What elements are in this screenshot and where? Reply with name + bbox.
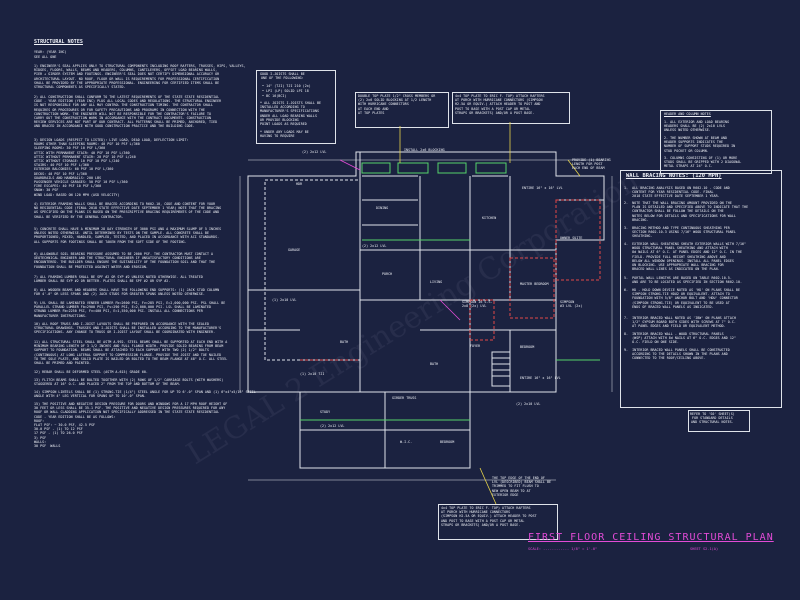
drawing-scale: SCALE: ------------ 1/8" = 1'-0": [528, 547, 598, 551]
structural-notes-date: SEE ALL ONE: [34, 55, 57, 59]
top-callout-text: DOUBLE TOP PLATE 1/2" CROSS MEMBERS OR (…: [358, 94, 436, 115]
building-outline: [247, 151, 605, 469]
wall-bracing-note-9: 9. INTERIOR BRACED WALL PANELS SHALL BE …: [624, 348, 730, 361]
plan-label-bath: BATH: [430, 362, 439, 366]
header-notes-box: [660, 110, 772, 174]
magenta-leader-2: [439, 299, 461, 321]
plan-label-living: LIVING: [430, 280, 443, 284]
note-7: 7) ALL FRAMING LUMBER SHALL BE SPF #2 OR…: [34, 275, 203, 284]
green-beam-3: [437, 162, 467, 174]
magenta-leader-1: [339, 159, 361, 171]
plan-label-garage: GARAGE: [288, 248, 301, 252]
bottom-callout-text: 4x4 TOP PLATE TO ERIC F. TOP) ATTACH RAF…: [441, 506, 537, 527]
note-15: 15) THE POSITIVE AND NEGATIVE DESIGN PRE…: [34, 402, 228, 449]
plan-label-28: PROVIDE (1) BEARING LENGTH FOR POST EACH…: [572, 158, 611, 171]
red-region-2: [555, 199, 601, 281]
plan-label-18: (1) 2x10 TJI: [300, 372, 325, 376]
plan-label-25: BEDROOM: [440, 440, 455, 444]
note-9: 9) LVL SHALL BE LAMINATED VENEER LUMBER …: [34, 301, 226, 318]
note-8: 8) ALL WOODEN BEAMS AND HEADERS SHALL HA…: [34, 288, 220, 297]
plan-label-13: (1) 2x10 LVL: [272, 298, 297, 302]
header-note-1: 1. ALL EXTERIOR AND LOAD BEARING HEADERS…: [664, 120, 730, 133]
plan-label-27: (2) 2x10 LVL: [516, 402, 541, 406]
wall-bracing-note-6: 6. HD - HOLD DOWN DEVICE NOTED AS 'HD' O…: [624, 288, 740, 309]
wall-bracing-note-4: 4. EXTERIOR WALL SHEATHING SHEATH EXTERI…: [624, 242, 747, 272]
top-callout-2-text: 4x4 TOP PLATE TO ERIC F. TOP) ATTACH RAF…: [455, 94, 545, 115]
i-joist-line-3: • BC 16(BCI): [262, 94, 287, 98]
top-callout-box: [355, 92, 449, 128]
plan-label-22: ENTIRE 16" x 16" LVL: [520, 376, 561, 380]
note-11: 11) ALL STRUCTURAL STEEL SHALL BE ASTM A…: [34, 340, 228, 366]
plan-label-20: (2) 2x12 LVL: [320, 424, 345, 428]
sheet-number: SHEET S2.1(A): [690, 547, 719, 551]
note-12: 12) REBAR SHALL BE DEFORMED STEEL (ASTM …: [34, 370, 148, 374]
plan-label-19: GIRDER TRUSS: [392, 396, 417, 400]
header-notes-heading: HEADER AND COLUMN NOTES: [664, 112, 711, 116]
refer-box: [688, 410, 750, 432]
plan-label-study: STUDY: [320, 410, 331, 414]
wall-bracing-note-8: 8. INTERIOR BRACED WALL - WOOD STRUCTURA…: [624, 332, 736, 345]
note-13: 13) FLITCH BEAMS SHALL BE BOLTED TOGETHE…: [34, 378, 224, 387]
i-joist-line-1: • 14" (TJI) TJI 210 (2x): [262, 84, 311, 88]
plan-label-15: ENTIRE 16" x 16" LVL: [522, 186, 563, 190]
green-beam-4: [475, 162, 507, 174]
bottom-callout-box: [438, 504, 558, 540]
refer-text: REFER TO 'S0' SHEET(S) FOR STANDARD DETA…: [690, 412, 735, 425]
note-3: 3) DESIGN LOADS (RESPECT TO LISTED): LIV…: [34, 138, 189, 197]
wall-bracing-note-5: 5. PORTAL WALL LENGTHS ARE BASED ON TABL…: [624, 276, 743, 285]
wall-bracing-note-2: 2. NOTE THAT THE WALL BRACING AMOUNT PRO…: [624, 201, 749, 222]
header-note-2: 2. THE NUMBER SHOWN AT BEAM AND HEADER S…: [664, 136, 736, 153]
plan-label-suite: OWNER SUITE: [560, 236, 583, 240]
i-joist-note: * ALL JOISTS I-JOISTS SHALL BE INSTALLED…: [260, 101, 322, 127]
structural-notes-heading: STRUCTURAL NOTES: [34, 39, 83, 45]
header-note-3: 3. COLUMNS CONSISTING OF (1) OR MORE STU…: [664, 156, 742, 169]
i-joist-note-2: * UNDER ANY LOADS MAY BE HAVING TO REQUI…: [260, 130, 309, 139]
i-joist-title: GOOD I-JOISTS SHALL BE ONE OF THE FOLLOW…: [260, 72, 305, 81]
wall-bracing-heading: WALL BRACING NOTES: (120 MPH): [626, 173, 722, 179]
plan-label-23: BATH: [340, 340, 349, 344]
plan-label-16: (2) 2x12 LVL: [362, 244, 387, 248]
green-beam-2: [397, 162, 429, 174]
wall-bracing-box: [620, 170, 782, 408]
plan-label-1: (2) 2x12 LVL: [302, 150, 327, 154]
drawing-title: FIRST FLOOR CEILING STRUCTURAL PLAN: [528, 532, 774, 543]
bottom-callout-2-text: THE TOP EDGE OF THE END OF LVL (DESCRIBE…: [492, 476, 552, 497]
plan-label-master: MASTER BEDROOM: [520, 282, 549, 286]
green-beam-1: [361, 162, 391, 174]
plan-label-17: SIMPSON 16 S.S. 2x8 (2x) LVL: [462, 300, 493, 309]
garage-outline: [264, 179, 361, 361]
wall-bracing-note-3: 3. BRACING METHOD AND TYPE CONTINUOUS SH…: [624, 226, 736, 239]
plan-label-foyer: FOYER: [470, 344, 481, 348]
plan-label-dining: DINING: [376, 206, 389, 210]
note-10: 10) ALL ROOF TRUSS AND I-JOIST LAYOUTS S…: [34, 322, 222, 335]
note-4: 4) EXTERIOR FRAMING WALLS SHALL BE BRACE…: [34, 202, 222, 219]
i-joist-box: [256, 70, 336, 144]
yellow-leader-4: [567, 159, 581, 177]
note-2: 2) ALL CONSTRUCTION SHALL CONFORM TO THE…: [34, 95, 222, 129]
plan-label-21: HDR: [296, 182, 303, 186]
plan-label-porch: PORCH: [382, 272, 393, 276]
plan-label-24: BEDROOM: [520, 345, 535, 349]
wall-bracing-note-1: 1. ALL BRACING ANALYSIS BASED ON R602.10…: [624, 186, 730, 199]
note-14: 14) SIMPSON LINTELS SHALL BE (1) STRONG-…: [34, 390, 256, 399]
plan-label-kitchen: KITCHEN: [482, 216, 497, 220]
i-joist-line-2: • LPI (LP) SOLID LPI 18: [262, 89, 309, 93]
yellow-leader-3: [479, 467, 497, 505]
note-1: 1) ENGINEER'S SEAL APPLIES ONLY TO STRUC…: [34, 64, 246, 90]
plan-label-26: SIMPSON #3 LVL (2x): [560, 300, 583, 309]
red-region-1: [509, 257, 555, 319]
wall-bracing-note-7: 7. INTERIOR BRACED WALL NOTED AS 'IBW' O…: [624, 316, 736, 329]
note-6: 6) ALLOWABLE SOIL BEARING PRESSURE ASSUM…: [34, 252, 216, 269]
plan-label-wic: W.I.C.: [400, 440, 413, 444]
red-region-3: [469, 299, 495, 341]
plan-label-14: INSTALL 2x6 BLOCKING: [404, 148, 445, 152]
structural-notes-year: YEAR: (YEAR INC): [34, 50, 67, 54]
stair: [491, 351, 511, 387]
top-callout-2-box: [452, 92, 570, 124]
note-5: 5) CONCRETE SHALL HAVE A MINIMUM 28 DAY …: [34, 227, 222, 244]
